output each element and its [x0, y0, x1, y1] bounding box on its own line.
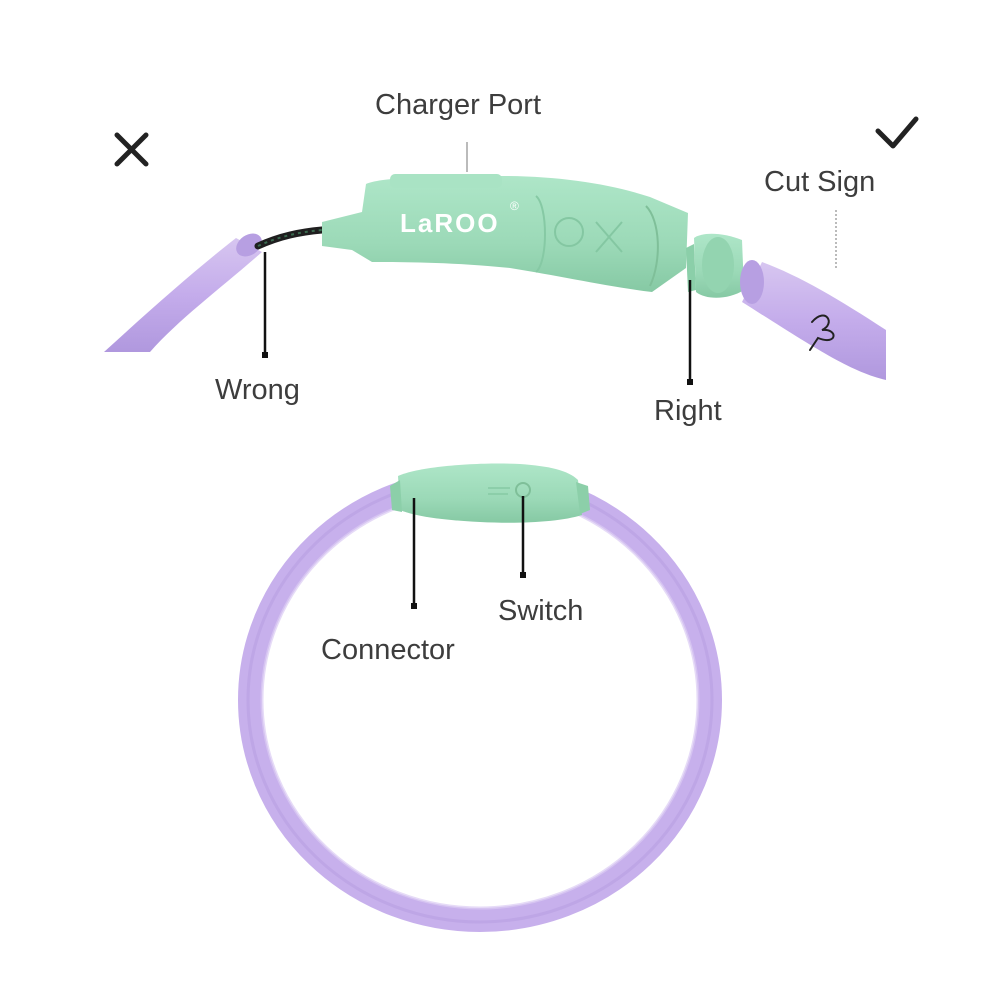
cut-sign-mark [809, 314, 835, 351]
end-cap [686, 233, 744, 298]
right-tube-segment [740, 260, 886, 380]
right-label: Right [654, 395, 722, 427]
switch-leader [520, 496, 526, 578]
right-leader [687, 280, 693, 385]
connector-label: Connector [321, 634, 455, 666]
check-mark-icon [875, 116, 919, 149]
switch-label: Switch [498, 595, 584, 627]
connector-leader [411, 498, 417, 609]
left-tube-segment [104, 226, 326, 352]
x-mark-icon [114, 132, 149, 167]
connector-body: LaROO ® [322, 174, 688, 292]
cut-sign-label: Cut Sign [764, 166, 876, 198]
wrong-leader [262, 252, 268, 358]
charger-port-label: Charger Port [375, 89, 542, 121]
registered-mark: ® [510, 199, 519, 213]
brand-logo: LaROO [400, 208, 500, 238]
wrong-label: Wrong [215, 374, 300, 406]
ring-connector [390, 463, 590, 523]
collar-ring [238, 468, 722, 932]
